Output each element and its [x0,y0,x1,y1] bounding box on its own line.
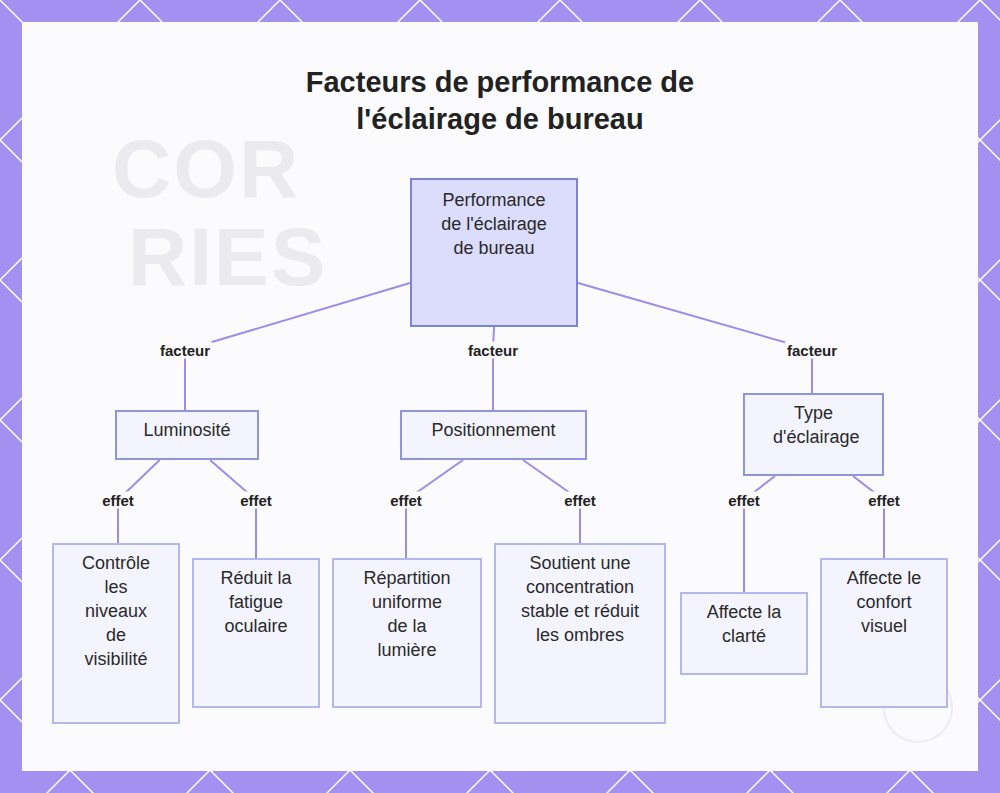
connector-line [493,327,494,410]
watermark-text: RIES [128,210,327,304]
node-text: Soutient une concentration stable et réd… [510,551,650,647]
connector-line [853,476,884,558]
edge-label: effet [388,492,424,509]
node-text: Affecte la clarté [696,600,792,648]
concept-box: Affecte le confort visuel [820,558,948,708]
node-text: Répartition uniforme de la lumière [360,566,454,662]
concept-box: Soutient une concentration stable et réd… [494,543,666,724]
watermark-text: COR [112,122,300,216]
concept-box: Type d'éclairage [743,393,884,476]
concept-box: Réduit la fatigue oculaire [192,558,320,708]
root-box: Performance de l'éclairage de bureau [410,178,578,327]
concept-box: Affecte la clarté [680,592,808,675]
connector-line [210,460,256,558]
edge-label: effet [726,492,762,509]
diagram-title: Facteurs de performance de l'éclairage d… [250,64,750,138]
edge-label: effet [866,492,902,509]
node-text: Affecte le confort visuel [836,566,932,638]
concept-box: Luminosité [115,410,259,460]
concept-box: Contrôle les niveaux de visibilité [52,543,180,724]
edge-label: effet [562,492,598,509]
edge-label: facteur [158,342,212,359]
concept-box: Positionnement [400,410,587,460]
concept-box: Répartition uniforme de la lumière [332,558,482,708]
node-text: Contrôle les niveaux de visibilité [78,551,154,671]
node-text: Positionnement [406,418,581,442]
node-text: Type d'éclairage [773,401,854,449]
connector-line [406,460,463,558]
node-text: Performance de l'éclairage de bureau [434,188,554,260]
node-text: Luminosité [121,418,253,442]
edge-label: effet [238,492,274,509]
edge-label: facteur [466,342,520,359]
node-text: Réduit la fatigue oculaire [212,566,300,638]
edge-label: effet [100,492,136,509]
edge-label: facteur [785,342,839,359]
connector-line [578,283,812,393]
connector-line [185,283,410,410]
